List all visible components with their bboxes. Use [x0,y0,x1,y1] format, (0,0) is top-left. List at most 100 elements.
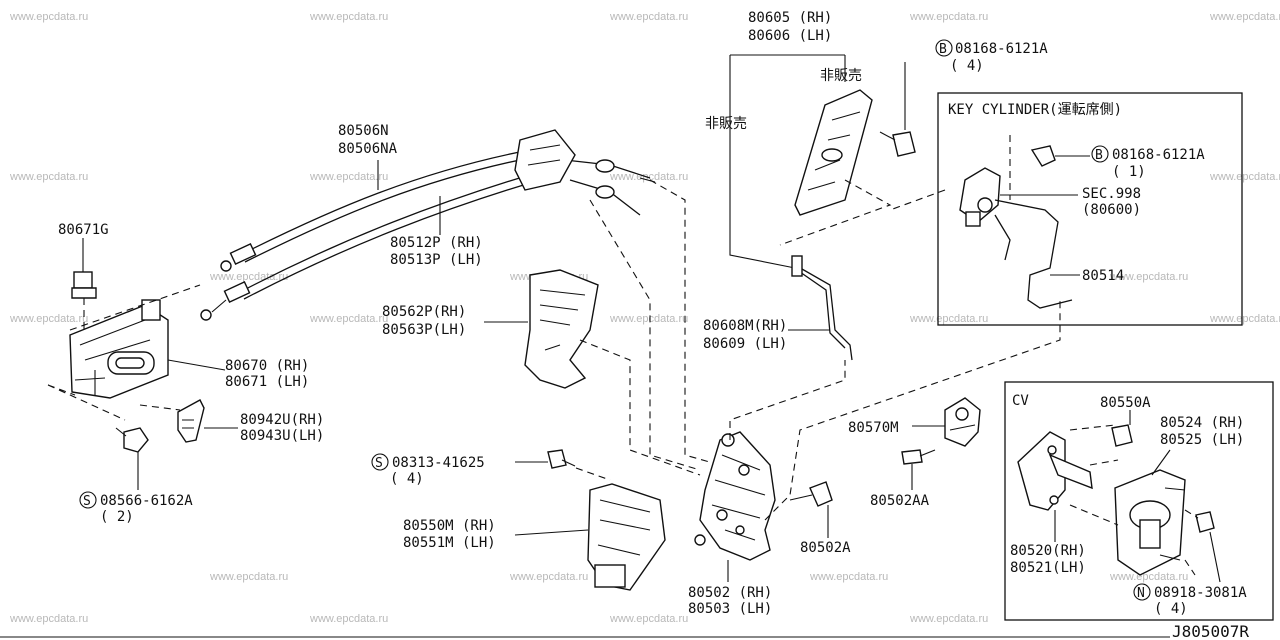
watermark: www.epcdata.ru [1209,313,1280,325]
grommet-80671G [71,271,97,299]
label-80502: 80502 (RH) [688,585,772,601]
label-80502AA: 80502AA [870,493,930,509]
label-hibaibai-1: 非販売 [820,68,862,84]
label-80524: 80524 (RH) [1160,415,1244,431]
watermark: www.epcdata.ru [809,571,888,583]
watermark: www.epcdata.ru [209,271,288,283]
bolt-80502A [789,481,833,507]
door-lock-80502 [694,431,776,561]
key-cylinder-panel [937,92,1243,326]
watermark: www.epcdata.ru [1209,171,1280,183]
dash-cable-latch [649,179,721,466]
watermark: www.epcdata.ru [909,313,988,325]
label-bolt-key: 08168-6121A [1112,147,1205,163]
watermark: www.epcdata.ru [309,613,388,625]
label-08566: 08566-6162A [100,493,193,509]
label-hibaibai-2: 非販売 [705,116,747,132]
bolt-symbol-key: B [1091,145,1109,163]
dash-cv [1069,424,1199,576]
watermark: www.epcdata.ru [209,571,288,583]
leader-80605 [729,54,846,269]
watermark: www.epcdata.ru [609,613,688,625]
dash-cable-latch-2 [589,199,701,471]
leader-08918 [1209,531,1221,583]
label-80502A: 80502A [800,540,851,556]
watermark: www.epcdata.ru [1109,271,1188,283]
screw-80502AA [901,449,936,465]
label-08313: 08313-41625 [392,455,485,471]
cable-assembly [200,129,656,321]
rod-80608M [791,255,853,361]
screw-08566 [115,427,149,453]
label-80563P: 80563P(LH) [382,322,466,338]
label-80671G: 80671G [58,222,109,238]
label-80670: 80670 (RH) [225,358,309,374]
label-80520: 80520(RH) [1010,543,1086,559]
key-cylinder-parts [959,145,1073,309]
dash-latch-keycyl [764,300,1061,521]
nut-symbol: N [1137,586,1145,601]
label-80570M: 80570M [848,420,899,436]
label-80606: 80606 (LH) [748,28,832,44]
screw-symbol: S [83,494,91,509]
watermarks: www.epcdata.ru www.epcdata.ru www.epcdat… [9,11,1280,625]
label-bolt-top: 08168-6121A [955,41,1048,57]
label-80942U: 80942U(RH) [240,412,324,428]
watermark: www.epcdata.ru [609,313,688,325]
watermark: www.epcdata.ru [1109,571,1188,583]
bolt-symbol: B [939,42,947,57]
watermark: www.epcdata.ru [909,613,988,625]
bolt-symbol: B [1095,148,1103,163]
leader-80670 [167,359,226,371]
screw-symbol: S [375,456,383,471]
label-08918-qty: ( 4) [1154,601,1188,617]
label-08313-qty: ( 4) [390,471,424,487]
watermark: www.epcdata.ru [9,171,88,183]
label-80943U: 80943U(LH) [240,428,324,444]
dash-rod-latch [729,360,846,440]
label-80550M: 80550M (RH) [403,518,496,534]
label-80671: 80671 (LH) [225,374,309,390]
cap-80942U [177,399,205,443]
label-80513P: 80513P (LH) [390,252,483,268]
dash-08313 [575,467,611,481]
watermark: www.epcdata.ru [309,11,388,23]
cv-parts [1017,424,1215,576]
screw-08313 [547,449,576,469]
label-80512P: 80512P (RH) [390,235,483,251]
nut-symbol-08918: N [1133,583,1151,601]
label-80551M: 80551M (LH) [403,535,496,551]
label-80608M: 80608M(RH) [703,318,787,334]
leader-80550M [514,529,589,536]
watermark: www.epcdata.ru [909,11,988,23]
label-80506NA: 80506NA [338,141,398,157]
leader-80524 [1151,449,1171,476]
label-80605: 80605 (RH) [748,10,832,26]
watermark: www.epcdata.ru [9,613,88,625]
label-80514: 80514 [1082,268,1124,284]
label-80609: 80609 (LH) [703,336,787,352]
dash-keycyl [889,135,1011,211]
watermark: www.epcdata.ru [1209,11,1280,23]
label-80562P: 80562P(RH) [382,304,466,320]
bolt-08168-top [879,131,916,157]
reference-code: J805007R [1172,622,1249,640]
label-bolt-key-qty: ( 1) [1112,164,1146,180]
label-80506N: 80506N [338,123,389,139]
striker-80570M [944,397,981,447]
screw-symbol-08566: S [79,491,97,509]
label-bolt-top-qty: ( 4) [950,58,984,74]
label-sec998-sub: (80600) [1082,202,1141,218]
label-80521: 80521(LH) [1010,560,1086,576]
label-80503: 80503 (LH) [688,601,772,617]
watermark: www.epcdata.ru [309,313,388,325]
bolt-symbol-top: B [935,39,953,57]
cover-80550M [587,483,666,591]
label-cv: CV [1012,393,1029,409]
watermark: www.epcdata.ru [609,11,688,23]
watermark: www.epcdata.ru [309,171,388,183]
dash-handle-cable [69,284,201,331]
label-sec998: SEC.998 [1082,186,1141,202]
